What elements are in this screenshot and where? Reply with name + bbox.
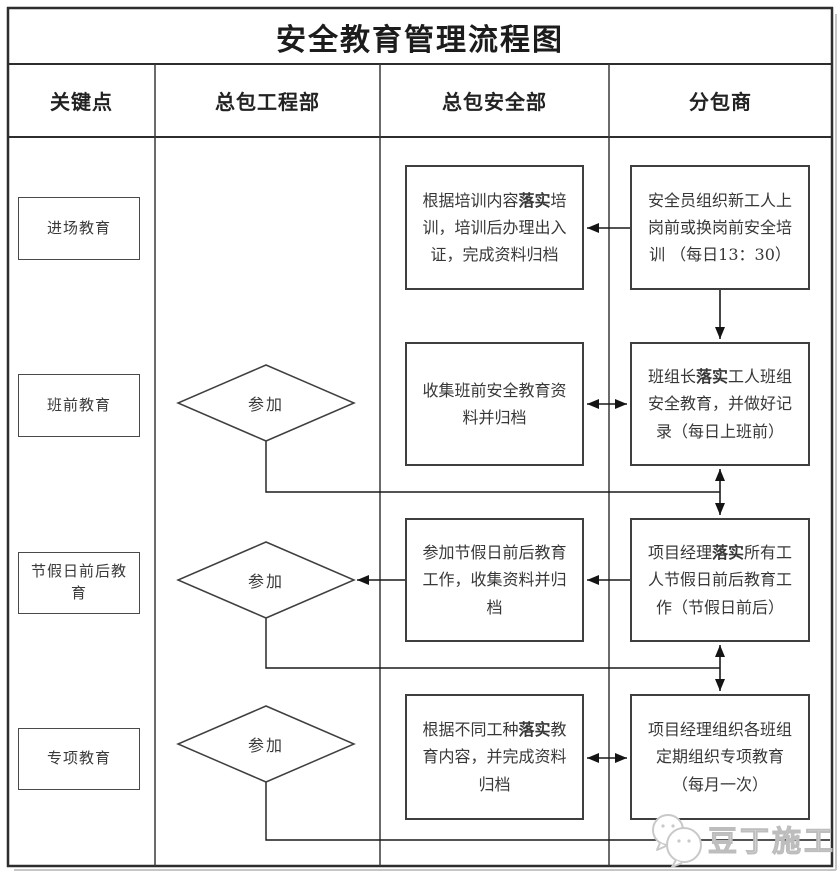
key-point-box-preshift-education: 班前教育 xyxy=(18,374,140,437)
connector-r3-diamond-to-sub xyxy=(265,618,720,669)
key-point-box-holiday-education: 节假日前后教育 xyxy=(18,552,140,614)
subcontractor-box-r2: 班组长落实工人班组安全教育，并做好记录（每日上班前） xyxy=(630,342,810,466)
watermark-label: 豆丁施工 xyxy=(707,824,837,858)
column-header-gc-safety: 总包安全部 xyxy=(442,90,547,114)
watermark-bubbles-icon xyxy=(652,814,702,868)
participate-diamond-label-r2: 参加 xyxy=(247,395,284,414)
participate-diamond-r4 xyxy=(176,705,356,783)
column-header-key-points: 关键点 xyxy=(50,90,113,114)
connector-r4-diamond-right xyxy=(265,782,830,841)
key-point-box-special-education: 专项教育 xyxy=(18,728,140,790)
column-header-gc-engineering: 总包工程部 xyxy=(215,90,320,114)
safety-dept-box-r2: 收集班前安全教育资料并归档 xyxy=(405,342,584,466)
subcontractor-box-r4: 项目经理组织各班组定期组织专项教育（每月一次） xyxy=(630,694,810,820)
subcontractor-box-r1: 安全员组织新工人上岗前或换岗前安全培训 （每日13：30） xyxy=(630,165,810,290)
key-point-box-entry-education: 进场教育 xyxy=(18,197,140,260)
safety-dept-box-r1: 根据培训内容落实培训，培训后办理出入证，完成资料归档 xyxy=(405,165,584,290)
table-outer-border xyxy=(6,6,834,868)
participate-diamond-r2 xyxy=(176,364,356,442)
column-header-subcontractor: 分包商 xyxy=(689,90,752,114)
subcontractor-box-r3: 项目经理落实所有工人节假日前后教育工作（节假日前后） xyxy=(630,518,810,642)
participate-diamond-label-r3: 参加 xyxy=(247,572,284,591)
safety-dept-box-r4: 根据不同工种落实教育内容，并完成资料归档 xyxy=(405,694,584,820)
participate-diamond-label-r4: 参加 xyxy=(247,736,284,755)
safety-dept-box-r3: 参加节假日前后教育工作，收集资料并归档 xyxy=(405,518,584,642)
participate-diamond-r3 xyxy=(176,541,356,619)
connector-r2-diamond-to-sub xyxy=(265,441,720,493)
watermark: 豆丁施工 xyxy=(646,806,838,868)
page-title: 安全教育管理流程图 xyxy=(276,23,564,58)
